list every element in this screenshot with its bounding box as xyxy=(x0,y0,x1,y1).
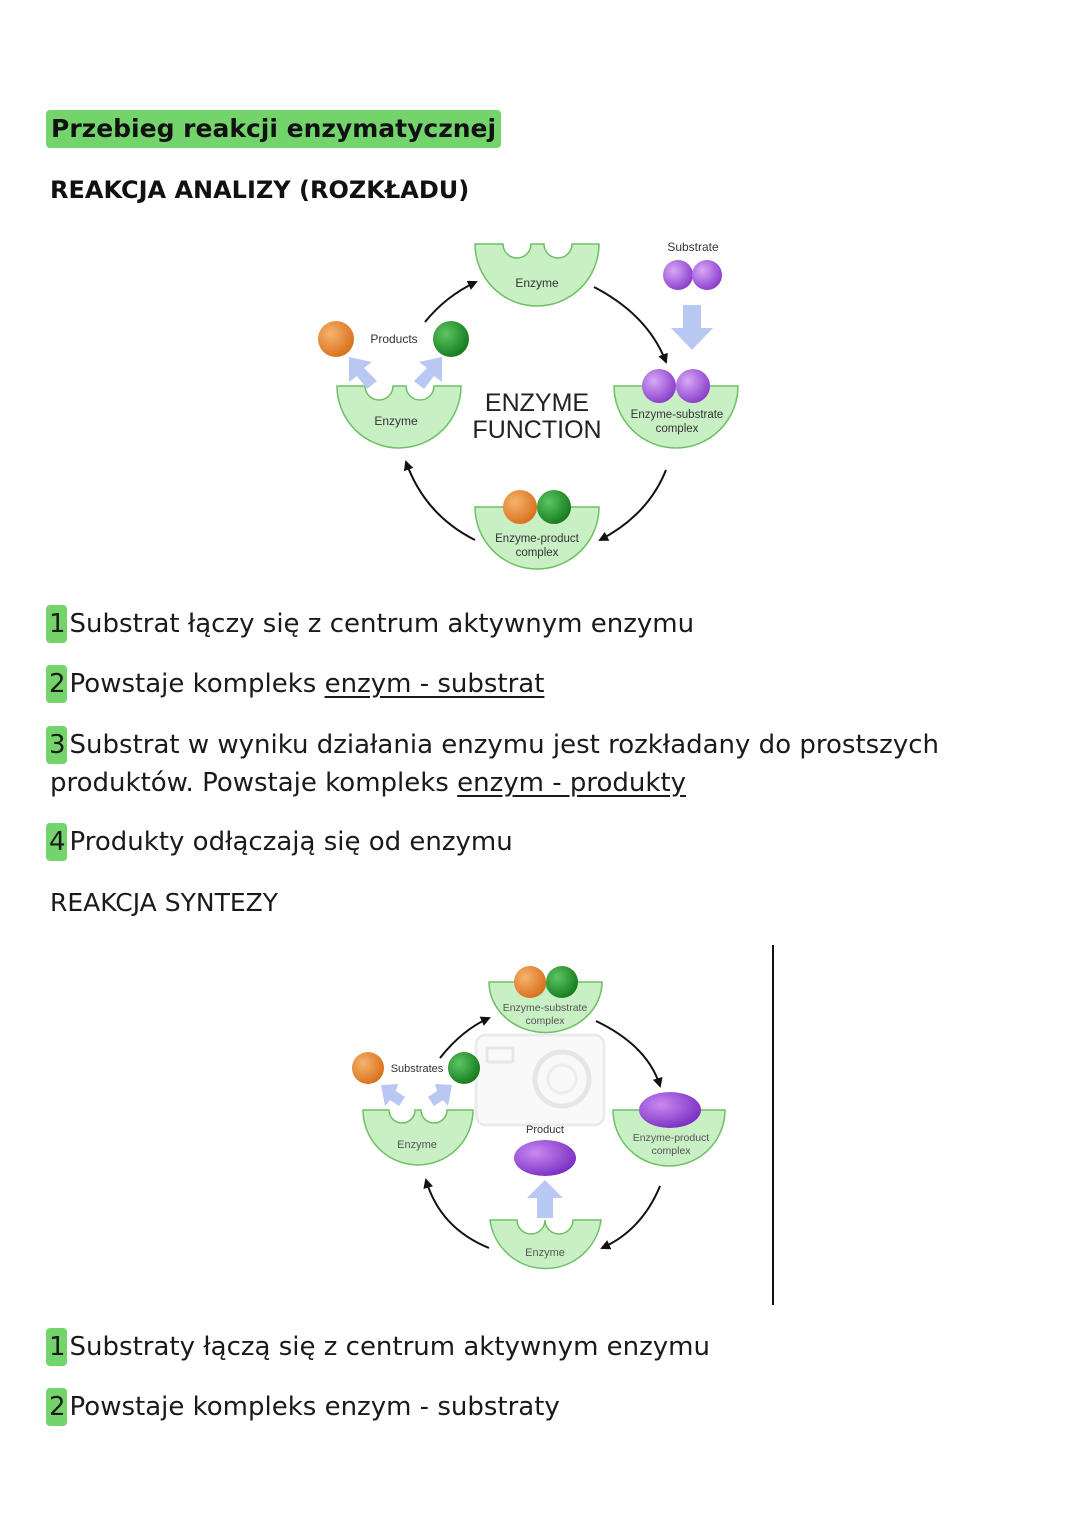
page-title: Przebieg reakcji enzymatycznej xyxy=(46,110,502,148)
enzyme-function-diagram: Enzyme Substrate Enzyme-substrate comple… xyxy=(318,240,739,570)
section-heading-analysis: REAKCJA ANALIZY (ROZKŁADU) xyxy=(50,176,470,204)
step-text: Produkty odłączają się od enzymu xyxy=(69,827,513,857)
syn-enzyme-bottom-shape xyxy=(489,1219,602,1270)
product-arrow-right xyxy=(414,357,442,389)
step-number: 2 xyxy=(46,1388,67,1426)
syn-cycle-arrow-1 xyxy=(595,1020,663,1088)
enzyme-label-left: Enzyme xyxy=(374,414,418,428)
step-text: Powstaje kompleks xyxy=(69,669,325,699)
enzyme-synthesis-diagram: Enzyme-substrate complex Substrates Enzy… xyxy=(352,966,726,1270)
syn-ep-shape xyxy=(612,1109,726,1167)
syn-ep-product xyxy=(639,1092,701,1128)
step-number: 1 xyxy=(46,605,67,643)
syn-substrate-green xyxy=(448,1052,480,1084)
es-label-1: Enzyme-substrate xyxy=(631,409,724,421)
syn-ep-label-1: Enzyme-product xyxy=(633,1132,710,1144)
step-number: 4 xyxy=(46,823,67,861)
enzyme-shape-top xyxy=(474,243,600,307)
cycle-arrow-1 xyxy=(593,286,668,364)
diagram-center-line1: ENZYME xyxy=(485,389,589,417)
substrate-label: Substrate xyxy=(667,240,719,254)
syn-es-label-1: Enzyme-substrate xyxy=(503,1002,588,1014)
product-ball-green xyxy=(433,321,469,357)
section-heading-synthesis: REAKCJA SYNTEZY xyxy=(50,888,279,917)
product-arrow-left xyxy=(349,357,377,389)
es-ball-2 xyxy=(676,369,710,403)
enzyme-shape-left xyxy=(336,385,462,449)
syn-cycle-arrow-4 xyxy=(439,1016,491,1059)
enzyme-label-top: Enzyme xyxy=(515,276,559,290)
syn-substrates-label: Substrates xyxy=(391,1063,444,1075)
step-text: Powstaje kompleks enzym - substraty xyxy=(69,1392,560,1422)
camera-icon xyxy=(474,1033,606,1127)
step-underlined-text: enzym - substrat xyxy=(324,669,545,699)
syn-cycle-arrow-3 xyxy=(423,1178,490,1249)
syn-product xyxy=(514,1140,576,1176)
product-ball-orange xyxy=(318,321,354,357)
ep-ball-green xyxy=(537,490,571,524)
ep-label-2: complex xyxy=(516,547,559,559)
substrate-ball-2 xyxy=(692,260,722,290)
cycle-arrow-4 xyxy=(424,280,478,323)
step-underlined-text: enzym - produkty xyxy=(457,768,687,798)
vertical-divider xyxy=(772,945,774,1305)
step-text: Substrat łączy się z centrum aktywnym en… xyxy=(69,609,695,639)
syn-cycle-arrow-2 xyxy=(600,1185,661,1250)
ep-ball-orange xyxy=(503,490,537,524)
syn-enzyme-left-shape xyxy=(362,1109,474,1166)
syn-enzyme-bottom-label: Enzyme xyxy=(525,1247,565,1259)
step-text: Substrat w wyniku działania enzymu jest … xyxy=(50,730,939,798)
syn-product-label: Product xyxy=(526,1124,564,1136)
ep-label-1: Enzyme-product xyxy=(495,533,580,545)
syn-es-label-2: complex xyxy=(525,1015,565,1027)
products-label: Products xyxy=(370,332,417,346)
syn-substrate-orange xyxy=(352,1052,384,1084)
substrate-down-arrow xyxy=(671,305,713,350)
syn-product-up-arrow xyxy=(527,1180,563,1218)
syn-es-ball-green xyxy=(546,966,578,998)
diagram-center-line2: FUNCTION xyxy=(472,416,601,444)
step-text: Substraty łączą się z centrum aktywnym e… xyxy=(69,1332,710,1362)
substrate-ball-1 xyxy=(663,260,693,290)
es-label-2: complex xyxy=(656,423,699,435)
syn-ep-label-2: complex xyxy=(651,1145,691,1157)
es-ball-1 xyxy=(642,369,676,403)
step-number: 1 xyxy=(46,1328,67,1366)
step-number: 3 xyxy=(46,726,67,764)
syn-enzyme-left-label: Enzyme xyxy=(397,1139,437,1151)
step-number: 2 xyxy=(46,665,67,703)
cycle-arrow-2 xyxy=(598,469,667,541)
syn-es-ball-orange xyxy=(514,966,546,998)
syn-substrate-arrow-left xyxy=(381,1084,405,1106)
cycle-arrow-3 xyxy=(403,460,476,541)
syn-substrate-arrow-right xyxy=(428,1084,452,1106)
